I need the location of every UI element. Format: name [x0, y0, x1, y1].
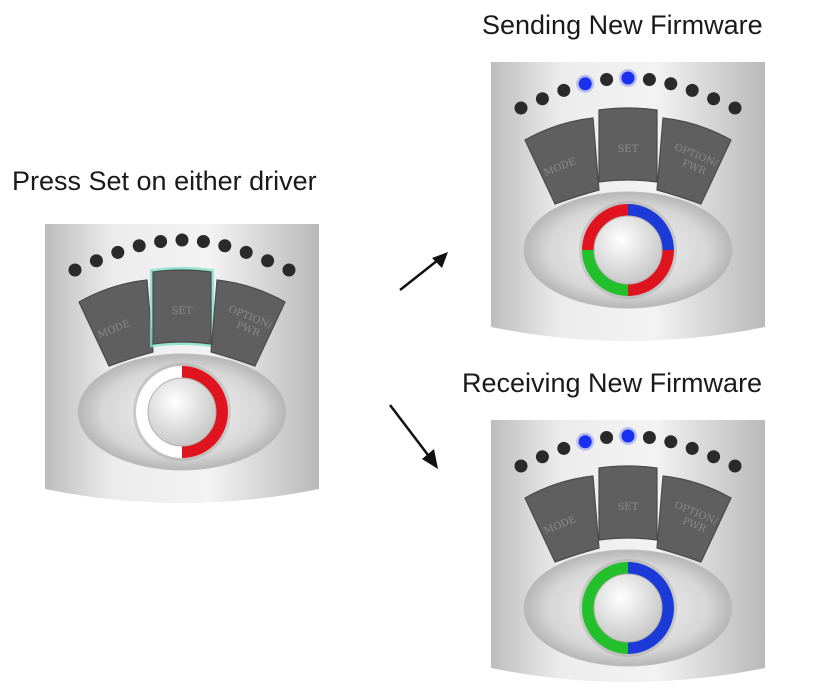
led-indicator	[111, 245, 125, 259]
led-indicator	[535, 450, 549, 464]
ring-segment-white	[136, 366, 183, 458]
led-indicator	[728, 101, 742, 115]
led-indicator	[578, 435, 592, 449]
set-button-label: SET	[618, 502, 639, 513]
led-indicator	[685, 83, 699, 97]
led-indicator	[600, 430, 614, 444]
led-indicator	[664, 435, 678, 449]
led-indicator	[218, 239, 232, 253]
ring-segment-green	[582, 562, 629, 654]
led-indicator	[514, 101, 528, 115]
arrow-to-sending	[399, 252, 448, 291]
set-button-label: SET	[618, 144, 639, 155]
control-knob[interactable]	[147, 377, 217, 447]
set-button[interactable]	[598, 465, 658, 541]
mode-button[interactable]	[524, 117, 600, 205]
led-indicator	[239, 245, 253, 259]
option-button[interactable]	[656, 117, 732, 205]
led-indicator	[621, 71, 635, 85]
ring-segment-blue	[627, 204, 674, 251]
ring-segment-red	[582, 204, 629, 251]
led-indicator	[642, 430, 656, 444]
led-indicator	[600, 72, 614, 86]
led-indicator	[89, 254, 103, 268]
led-indicator	[261, 254, 275, 268]
press-set-caption: Press Set on either driver	[12, 166, 317, 196]
arrow-to-receiving	[389, 404, 438, 469]
led-indicator	[578, 77, 592, 91]
led-indicator	[68, 263, 82, 277]
set-button-label: SET	[172, 306, 193, 317]
control-knob[interactable]	[593, 573, 663, 643]
receiving-firmware-caption: Receiving New Firmware	[462, 368, 763, 398]
set-button[interactable]	[598, 107, 658, 183]
set-button[interactable]	[152, 269, 212, 345]
led-indicator	[175, 233, 189, 247]
option-button[interactable]	[656, 475, 732, 563]
led-indicator	[132, 239, 146, 253]
ring-segment-green	[582, 249, 629, 296]
led-indicator	[664, 77, 678, 91]
mode-button[interactable]	[524, 475, 600, 563]
ring-segment-red	[627, 249, 674, 296]
led-indicator	[514, 459, 528, 473]
ring-segment-blue	[627, 562, 674, 654]
led-indicator	[621, 429, 635, 443]
control-knob[interactable]	[593, 215, 663, 285]
led-indicator	[728, 459, 742, 473]
led-indicator	[707, 92, 721, 106]
sending-firmware-caption: Sending New Firmware	[482, 10, 763, 40]
led-indicator	[557, 441, 571, 455]
led-indicator	[282, 263, 296, 277]
led-indicator	[707, 450, 721, 464]
led-indicator	[196, 234, 210, 248]
led-indicator	[642, 72, 656, 86]
option-button[interactable]	[210, 279, 286, 367]
led-indicator	[557, 83, 571, 97]
ring-segment-red	[181, 366, 228, 458]
led-indicator	[154, 234, 168, 248]
led-indicator	[535, 92, 549, 106]
led-indicator	[685, 441, 699, 455]
